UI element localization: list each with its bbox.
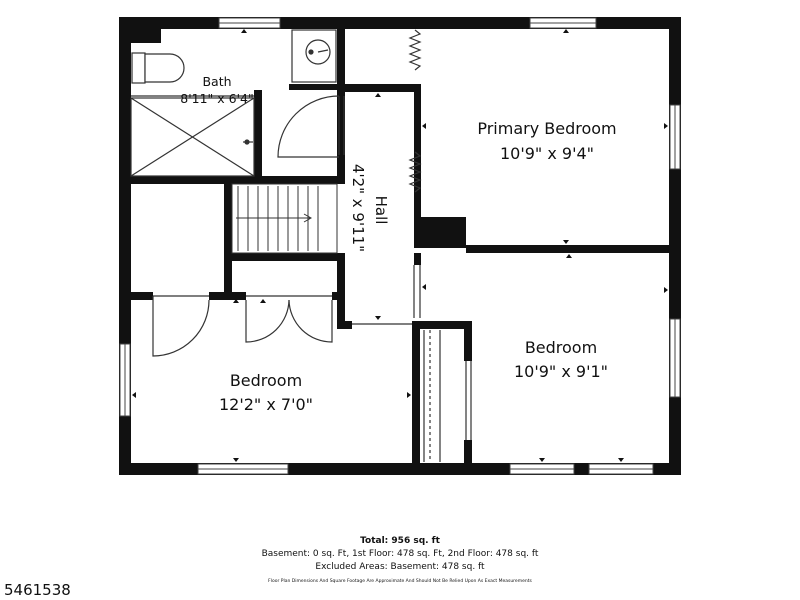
interior-walls <box>131 29 669 463</box>
floor-breakdown: Basement: 0 sq. Ft, 1st Floor: 478 sq. F… <box>261 549 539 559</box>
bedroom-door-sw <box>152 295 210 357</box>
room-name-hall: Hall <box>372 196 390 225</box>
stairs <box>231 183 338 254</box>
window-bottom-sw <box>197 463 289 475</box>
room-dims-bath: 8'11" x 6'4" <box>180 91 253 106</box>
room-labels: Bath 8'11" x 6'4" Primary Bedroom 10'9" … <box>180 74 616 414</box>
listing-id: 5461538 <box>4 581 71 599</box>
room-name-bedroom-sw: Bedroom <box>230 371 302 390</box>
excluded-areas: Excluded Areas: Basement: 478 sq. ft <box>315 562 485 572</box>
room-dims-bedroom-se: 10'9" x 9'1" <box>514 362 608 381</box>
disclaimer: Floor Plan Dimensions And Square Footage… <box>268 579 532 584</box>
window-top-primary <box>529 17 597 29</box>
doors <box>152 29 472 462</box>
room-name-bedroom-se: Bedroom <box>525 338 597 357</box>
sink-icon <box>291 29 337 83</box>
bath-door <box>277 95 345 158</box>
shower-icon <box>130 95 255 177</box>
room-dims-primary-bedroom: 10'9" x 9'4" <box>500 144 594 163</box>
closet-bifold-lower <box>408 151 422 193</box>
closet-sliding-se <box>423 330 472 462</box>
room-name-primary-bedroom: Primary Bedroom <box>477 119 616 138</box>
toilet-icon <box>131 52 185 84</box>
window-bottom-se-2 <box>588 463 654 475</box>
window-bottom-se-1 <box>509 463 575 475</box>
floor-plan: Bath 8'11" x 6'4" Primary Bedroom 10'9" … <box>119 17 681 475</box>
room-dims-hall: 4'2" x 9'11" <box>349 164 367 252</box>
window-left-bedroom <box>119 343 131 417</box>
windows <box>119 17 681 475</box>
window-right-bedroom <box>669 318 681 398</box>
closet-doors-sw <box>245 295 333 343</box>
room-dims-bedroom-sw: 12'2" x 7'0" <box>219 395 313 414</box>
closet-bifold-upper <box>408 29 422 71</box>
total-area: Total: 956 sq. ft <box>360 536 440 546</box>
window-right-primary <box>669 104 681 170</box>
window-top-bath <box>218 17 281 29</box>
room-name-bath: Bath <box>202 74 231 89</box>
window-markers <box>132 29 668 462</box>
